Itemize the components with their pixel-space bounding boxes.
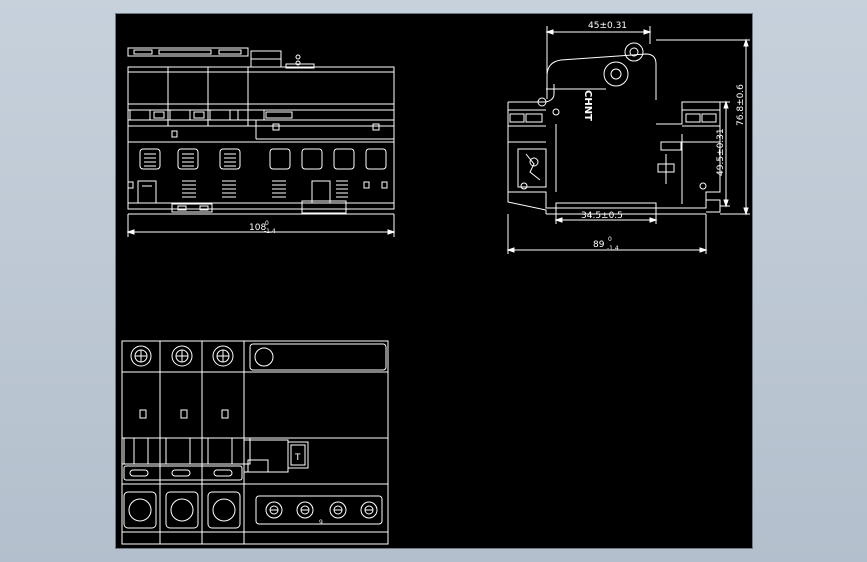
side-view — [506, 26, 750, 254]
terminal-window-right-4 — [365, 148, 387, 170]
side-inner-height-dimension: 49.5±0.31 — [716, 128, 726, 176]
screw-top-3 — [212, 345, 234, 367]
terminal-window-left-1 — [139, 148, 161, 170]
terminal-window-right-2 — [301, 148, 323, 170]
front-view — [126, 47, 396, 237]
top-view — [121, 340, 389, 545]
terminal-bottom-1 — [128, 498, 152, 522]
side-top-dimension: 45±0.31 — [588, 21, 627, 31]
cad-drawing-viewport[interactable]: 108 0 -1.4 — [115, 13, 753, 549]
cad-drawing: 108 0 -1.4 — [121, 21, 750, 545]
terminal-window-left-3 — [219, 148, 241, 170]
side-rail-dimension: 34.5±0.5 — [581, 211, 623, 221]
terminal-window-right-1 — [269, 148, 291, 170]
terminal-bottom-2 — [170, 498, 194, 522]
terminal-window-left-2 — [177, 148, 199, 170]
front-width-tolerance-lower: -1.4 — [264, 228, 276, 235]
terminal-bottom-3 — [212, 498, 236, 522]
screw-top-2 — [171, 345, 193, 367]
terminal-number-label: 9 — [319, 519, 323, 526]
front-width-tolerance-upper: 0 — [265, 220, 269, 227]
screw-top-1 — [130, 345, 152, 367]
side-depth-tolerance-lower: -1.4 — [607, 245, 619, 252]
side-depth-dimension: 89 — [593, 240, 605, 250]
side-total-height-dimension: 76.8±0.6 — [736, 84, 746, 126]
terminal-window-right-3 — [333, 148, 355, 170]
brand-logo: CHNT — [582, 90, 593, 121]
side-depth-tolerance-upper: 0 — [608, 236, 612, 243]
test-button-label: T — [294, 453, 301, 463]
front-width-dimension: 108 — [249, 223, 266, 233]
